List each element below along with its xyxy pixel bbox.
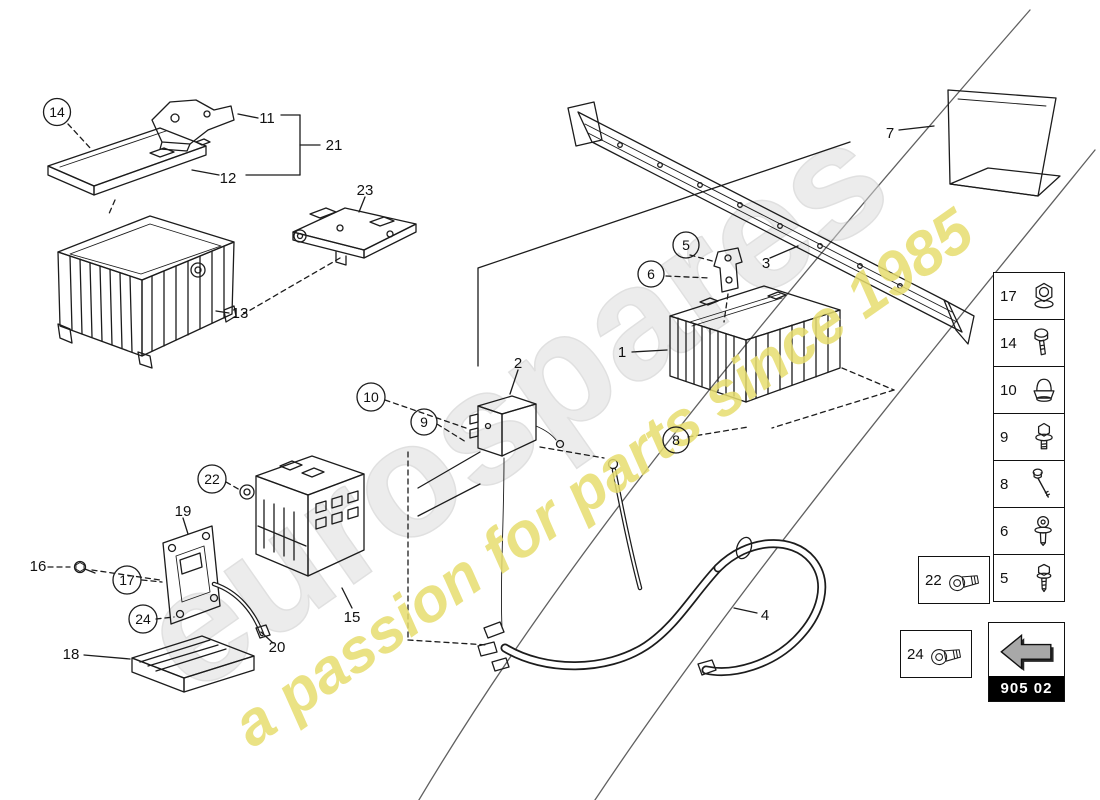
bolt-icon: [1034, 328, 1049, 356]
nut-icon: [1034, 282, 1054, 309]
battery-drawing: [669, 285, 841, 403]
svg-text:6: 6: [647, 266, 655, 282]
callout-8[interactable]: 8: [662, 426, 690, 454]
callout-13[interactable]: 13: [232, 305, 249, 322]
cap-nut-icon: [1033, 378, 1055, 402]
callout-4[interactable]: 4: [761, 607, 769, 624]
svg-text:14: 14: [49, 104, 65, 120]
long-bolt-icon: [1032, 468, 1051, 498]
callout-17[interactable]: 17: [112, 565, 142, 595]
callout-7[interactable]: 7: [886, 125, 894, 142]
cross-member-drawing: [567, 101, 975, 345]
wiring-harness-drawing: [477, 457, 827, 677]
svg-text:5: 5: [682, 237, 690, 253]
callout-21[interactable]: 21: [326, 137, 343, 154]
screw-icon: [1036, 563, 1052, 593]
watermark-swoosh: [418, 9, 1096, 800]
callout-6[interactable]: 6: [637, 260, 665, 288]
mounting-bracket-drawing: [292, 207, 417, 266]
callout-2[interactable]: 2: [514, 355, 522, 372]
legend-item-number: 22: [925, 571, 942, 589]
callout-16[interactable]: 16: [30, 558, 47, 575]
legend-item-8[interactable]: 8: [994, 461, 1064, 508]
legend-item-number: 14: [1000, 334, 1017, 352]
callout-5[interactable]: 5: [672, 231, 700, 259]
svg-text:9: 9: [420, 414, 428, 430]
callout-10[interactable]: 10: [356, 382, 386, 412]
bracket-arm-drawing: [211, 581, 271, 639]
callout-14[interactable]: 14: [42, 97, 72, 127]
screw-washer-icon: [1034, 515, 1052, 547]
diagram-code-box: 905 02: [988, 622, 1065, 702]
back-arrow-icon: [999, 633, 1054, 671]
svg-text:22: 22: [204, 471, 220, 487]
svg-text:8: 8: [672, 432, 680, 448]
legend-item-10[interactable]: 10: [994, 367, 1064, 414]
legend-item-6[interactable]: 6: [994, 508, 1064, 555]
leader-lines: [83, 113, 935, 660]
callout-12[interactable]: 12: [220, 170, 237, 187]
callout-23[interactable]: 23: [357, 182, 374, 199]
relay-plate-drawing: [162, 525, 221, 625]
cap-drawing: [239, 484, 255, 500]
small-bolt-drawing: [73, 560, 96, 574]
flange-bolt-icon: [1035, 422, 1053, 450]
legend-item-number: 8: [1000, 475, 1009, 493]
callout-11[interactable]: 11: [259, 110, 275, 127]
legend-item-17[interactable]: 17: [994, 273, 1064, 320]
legend-item-number: 5: [1000, 569, 1009, 587]
retaining-clip-drawing: [151, 99, 235, 152]
callout-19[interactable]: 19: [175, 503, 192, 520]
svg-text:17: 17: [119, 572, 135, 588]
callout-24[interactable]: 24: [128, 604, 158, 634]
ring-terminal-icon: [931, 649, 961, 666]
trim-panel-drawing: [947, 89, 1061, 197]
callout-22[interactable]: 22: [197, 464, 227, 494]
ring-terminal-icon: [949, 575, 979, 592]
legend-item-number: 6: [1000, 522, 1009, 540]
legend-item-number: 10: [1000, 381, 1017, 399]
callout-3[interactable]: 3: [762, 255, 770, 272]
assembly-dashed-lines: [47, 123, 895, 646]
rail-clip-drawing: [713, 247, 743, 293]
svg-text:24: 24: [135, 611, 151, 627]
legend-item-24[interactable]: 24: [900, 630, 972, 678]
cover-panel-drawing: [47, 127, 211, 196]
fuse-box-drawing: [255, 455, 365, 577]
fastener-legend: 17 14 10 9: [993, 272, 1065, 602]
legend-item-number: 17: [1000, 287, 1017, 305]
legend-item-5[interactable]: 5: [994, 555, 1064, 601]
diagram-group-code: 905 02: [989, 676, 1064, 701]
control-module-drawing: [469, 395, 565, 457]
callout-18[interactable]: 18: [63, 646, 80, 663]
svg-text:10: 10: [363, 389, 379, 405]
lower-tray-drawing: [131, 635, 255, 693]
legend-item-22[interactable]: 22: [918, 556, 990, 604]
callout-1[interactable]: 1: [618, 344, 626, 361]
callout-9[interactable]: 9: [410, 408, 438, 436]
legend-item-number: 9: [1000, 428, 1009, 446]
legend-item-14[interactable]: 14: [994, 320, 1064, 367]
callout-20[interactable]: 20: [269, 639, 286, 656]
legend-item-number: 24: [907, 645, 924, 663]
callouts: 14 11 21 12 23 13 7 5 6 3 1 2 10: [30, 97, 894, 663]
battery-tray-drawing: [57, 215, 237, 369]
legend-item-9[interactable]: 9: [994, 414, 1064, 461]
callout-15[interactable]: 15: [344, 609, 361, 626]
